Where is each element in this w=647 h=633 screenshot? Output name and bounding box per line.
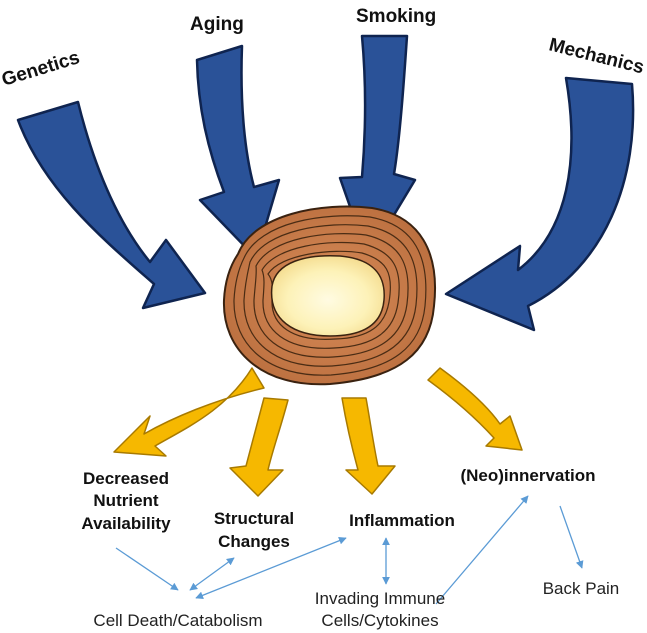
back-pain-label: Back Pain (543, 579, 620, 598)
genetics-arrow (16, 100, 207, 310)
cell-death-label: Cell Death/Catabolism (93, 611, 262, 630)
inflammation-arrow (341, 397, 396, 495)
link-innervation-to-back-pain (559, 505, 584, 569)
innervation-label: (Neo)innervation (460, 466, 595, 485)
structural-label-line1: Structural (214, 509, 294, 528)
nutrient-label-line2: Nutrient (93, 491, 159, 510)
link-immune-to-innervation (435, 495, 529, 605)
structural-arrow (229, 397, 289, 497)
mechanics-arrow (444, 76, 635, 332)
nutrient-label-line1: Decreased (83, 469, 169, 488)
aging-label: Aging (190, 14, 244, 35)
structural-label-line2: Changes (218, 532, 290, 551)
link-nutrient-to-cell-death (115, 547, 179, 591)
nucleus-pulposus (270, 254, 385, 337)
link-inflammation-cell-death (195, 536, 347, 600)
aging-arrow (195, 44, 281, 260)
mechanics-label: Mechanics (547, 34, 646, 78)
nutrient-label-line3: Availability (81, 514, 171, 533)
genetics-label: Genetics (0, 47, 82, 91)
inflammation-label: Inflammation (349, 511, 455, 530)
relationship-links (115, 495, 584, 605)
intervertebral-disc (222, 205, 436, 386)
smoking-label: Smoking (356, 6, 436, 27)
innervation-arrow (427, 367, 523, 451)
immune-label-line2: Cells/Cytokines (321, 611, 438, 630)
immune-label-line1: Invading Immune (315, 589, 445, 608)
nutrient-arrow (113, 367, 265, 457)
